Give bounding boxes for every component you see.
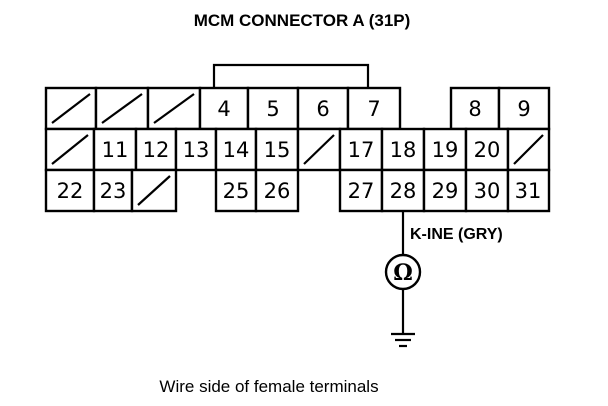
connector-title: MCM CONNECTOR A (31P)	[194, 11, 411, 30]
pin-11-cavity	[92, 127, 138, 172]
pin-8-cavity	[449, 86, 501, 131]
pin-26-cavity	[254, 168, 300, 213]
pin-30-label: 30	[474, 179, 501, 203]
pin-6-label: 6	[316, 97, 329, 121]
ohm-symbol: Ω	[393, 260, 413, 286]
pin-1-empty-mark	[51, 93, 91, 124]
pin-28-label: 28	[390, 179, 417, 203]
pin-16-empty-mark	[303, 134, 335, 165]
pin-7-cavity	[346, 86, 402, 131]
pin-14-label: 14	[223, 138, 250, 162]
pin-29-label: 29	[432, 179, 459, 203]
pin-12-label: 12	[143, 138, 170, 162]
ohmmeter-icon: Ω	[384, 253, 422, 291]
connector-row-2: 11 12 13 14 15 17 18 19 20	[44, 127, 551, 172]
pin-12-cavity	[134, 127, 178, 172]
figure-caption: Wire side of female terminals	[159, 377, 378, 396]
pin-7-label: 7	[367, 97, 380, 121]
pin-26-label: 26	[264, 179, 291, 203]
pin-9-cavity	[497, 86, 551, 131]
pin-30-cavity	[464, 168, 510, 213]
pin-21-empty-mark	[513, 134, 544, 165]
pin-3-empty-mark	[153, 93, 195, 124]
pin-27-label: 27	[348, 179, 375, 203]
pin-2-empty-mark	[101, 93, 143, 124]
pin-13-cavity	[174, 127, 218, 172]
probe-label: K-INE (GRY)	[410, 226, 503, 243]
pin-4-label: 4	[217, 97, 230, 121]
pin-23-label: 23	[100, 179, 127, 203]
pin-11-label: 11	[102, 138, 129, 162]
pin-18-label: 18	[390, 138, 417, 162]
pin-19-cavity	[422, 127, 468, 172]
pin-9-label: 9	[517, 97, 530, 121]
pin-13-label: 13	[183, 138, 210, 162]
pin-25-label: 25	[223, 179, 250, 203]
pin-29-cavity	[422, 168, 468, 213]
pin-19-label: 19	[432, 138, 459, 162]
pin-17-label: 17	[348, 138, 375, 162]
ground-icon	[391, 332, 415, 348]
pin-24-empty-mark	[137, 175, 171, 206]
pin-25-cavity	[214, 168, 258, 213]
pin-23-cavity	[92, 168, 134, 213]
pin-5-label: 5	[266, 97, 279, 121]
pin-10-empty-mark	[51, 134, 89, 165]
connector-row-3: 22 23 25 26 27 28 29 30 31	[44, 168, 551, 213]
pin-20-label: 20	[474, 138, 501, 162]
pin-8-label: 8	[468, 97, 481, 121]
connector-lock-tab	[212, 63, 370, 88]
pin-31-label: 31	[515, 179, 542, 203]
pin-15-label: 15	[264, 138, 291, 162]
pin-22-label: 22	[57, 179, 84, 203]
connector-row-1: 4 5 6 7 8 9	[44, 86, 551, 131]
pin-31-cavity	[506, 168, 551, 213]
